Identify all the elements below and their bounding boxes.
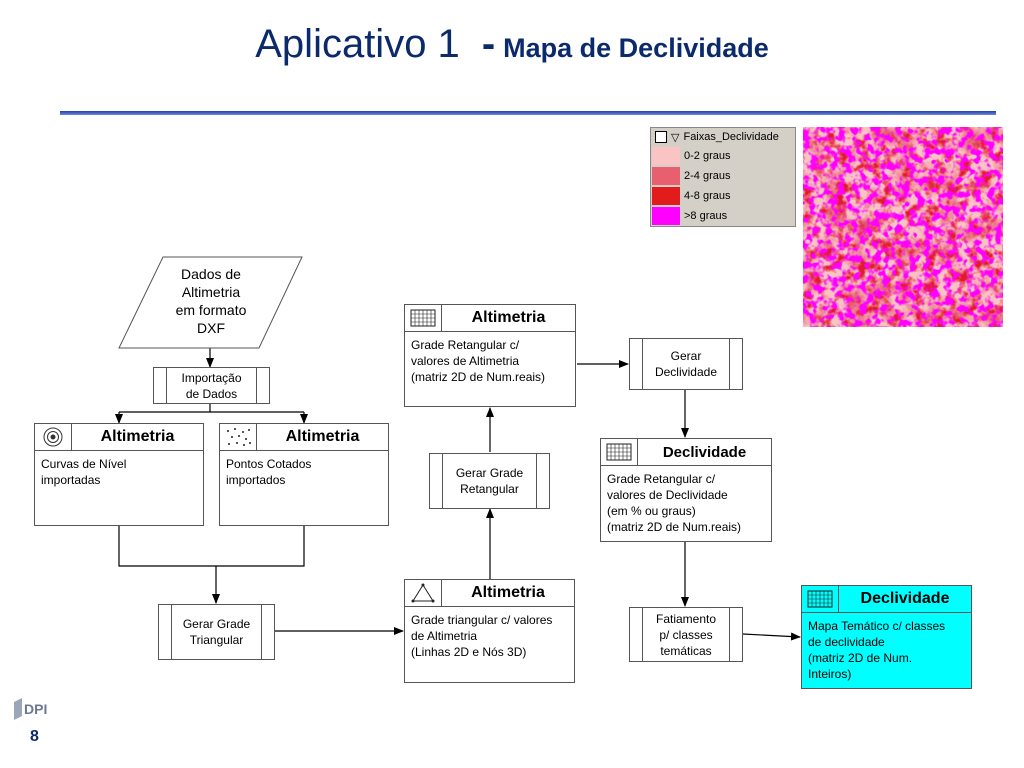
legend-swatch <box>652 167 680 185</box>
legend-item: 2-4 graus <box>651 166 795 186</box>
checkbox-icon[interactable] <box>655 131 667 143</box>
title-rule <box>60 111 996 115</box>
process-line: Triangular <box>189 633 244 647</box>
legend-header: Faixas_Declividade <box>683 131 779 143</box>
box-line: Curvas de Nível <box>41 457 127 471</box>
input-line: Dados de <box>181 266 241 282</box>
grade-triangular-data-box: Altimetria Grade triangular c/ valores de… <box>404 579 575 683</box>
page-number: 8 <box>30 728 39 745</box>
grid-icon <box>601 439 638 465</box>
title-dash: - <box>481 22 496 66</box>
legend-label: 2-4 graus <box>684 170 731 182</box>
process-line: Gerar Grade <box>455 466 524 480</box>
box-line: (matriz 2D de Num.reais) <box>411 370 546 384</box>
declividade-data-box: Declividade Grade Retangular c/valores d… <box>600 438 772 542</box>
grid-icon <box>802 586 839 612</box>
box-line: Grade triangular c/ valores <box>411 613 553 627</box>
input-line: em formato <box>176 302 247 318</box>
box-header: Declividade <box>662 443 747 461</box>
box-header: Altimetria <box>285 428 360 445</box>
curvas-data-box: Altimetria Curvas de Nível importadas <box>34 423 204 526</box>
process-line: Importação <box>181 370 242 385</box>
scattered-points-icon <box>220 424 257 450</box>
connector-merge <box>118 526 305 603</box>
grade-retangular-data-box: Altimetria Grade Retangular c/valores de… <box>404 304 576 407</box>
legend-label: >8 graus <box>684 210 728 222</box>
pontos-data-box: Altimetria Pontos Cotados importados <box>219 423 389 526</box>
box-line: (matriz 2D de Num. <box>808 651 913 665</box>
process-line: de Dados <box>185 386 238 401</box>
title-main: Aplicativo 1 <box>255 22 460 66</box>
legend-item: 4-8 graus <box>651 186 795 206</box>
box-header: Altimetria <box>471 584 545 601</box>
legend-item: >8 graus <box>651 206 795 226</box>
process-line: Gerar Grade <box>182 617 251 631</box>
input-parallelogram <box>118 256 303 349</box>
concentric-circles-icon <box>35 424 72 450</box>
box-line: Inteiros) <box>808 667 852 681</box>
box-line: importadas <box>41 473 101 487</box>
box-line: Grade Retangular c/ <box>607 472 716 486</box>
legend-label: 0-2 graus <box>684 150 731 162</box>
box-line: de Altimetria <box>411 629 478 643</box>
legend-label: 4-8 graus <box>684 190 731 202</box>
triangle-icon <box>405 580 442 606</box>
box-line: de declividade <box>808 635 885 649</box>
box-line: Mapa Temático c/ classes <box>808 619 946 633</box>
funnel-icon: ▽ <box>671 131 680 144</box>
legend-item: 0-2 graus <box>651 146 795 166</box>
box-line: Grade Retangular c/ <box>411 338 520 352</box>
arrow-fatiamento-to-mapa <box>742 632 801 641</box>
slide-title: Aplicativo 1-Mapa de Declividade <box>0 22 1024 67</box>
input-line: Altimetria <box>182 284 241 300</box>
legend-swatch <box>652 147 680 165</box>
box-line: (Linhas 2D e Nós 3D) <box>411 645 527 659</box>
box-line: (em % ou graus) <box>607 504 696 518</box>
slope-map-image <box>803 127 1003 327</box>
box-line: importados <box>226 473 286 487</box>
connector-import-split <box>119 404 304 413</box>
process-line: Gerar <box>670 349 702 363</box>
dpi-logo: DPI <box>14 698 47 720</box>
box-header: Declividade <box>860 590 950 607</box>
mapa-tematico-data-box: Declividade Mapa Temático c/ classes de d… <box>801 585 972 689</box>
box-header: Altimetria <box>471 309 546 326</box>
svg-text:DPI: DPI <box>24 701 47 717</box>
legend-swatch <box>652 187 680 205</box>
box-line: valores de Declividade <box>607 488 728 502</box>
legend-swatch <box>652 207 680 225</box>
process-line: Declividade <box>654 365 718 379</box>
legend-panel: ▽Faixas_Declividade 0-2 graus 2-4 graus … <box>650 127 796 227</box>
input-line: DXF <box>197 320 225 336</box>
process-line: p/ classes <box>659 627 713 642</box>
process-line: temáticas <box>660 643 712 658</box>
grid-icon <box>405 305 442 331</box>
title-subtitle: Mapa de Declividade <box>503 33 769 63</box>
process-line: Fatiamento <box>655 611 717 626</box>
box-header: Altimetria <box>100 428 175 445</box>
box-line: (matriz 2D de Num.reais) <box>607 520 742 534</box>
box-line: Pontos Cotados <box>226 457 312 471</box>
box-line: valores de Altimetria <box>411 354 520 368</box>
process-line: Retangular <box>460 482 519 496</box>
